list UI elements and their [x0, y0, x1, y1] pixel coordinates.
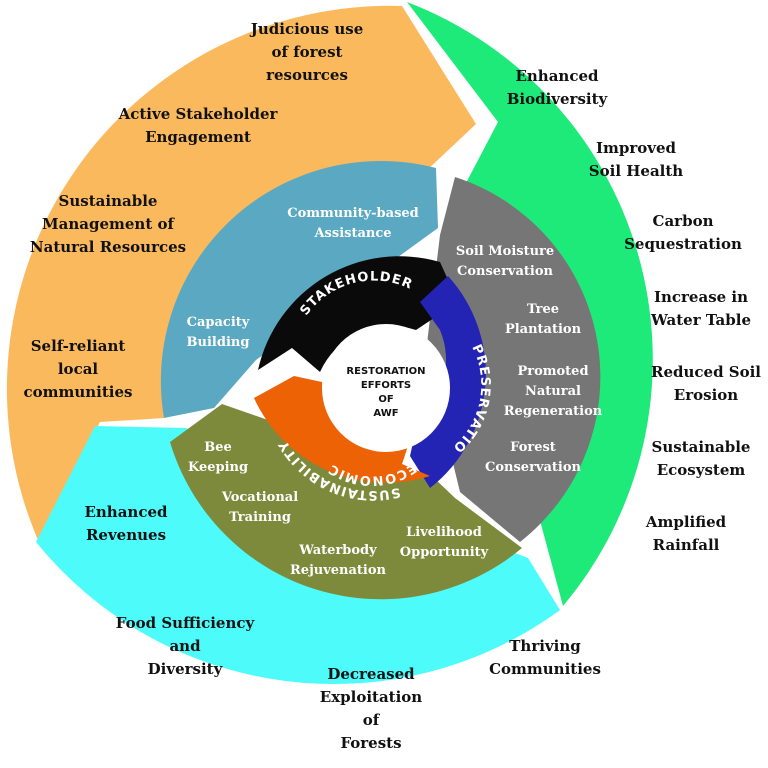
item-line: Decreased: [327, 665, 415, 683]
item-line: Forest: [510, 440, 556, 455]
center-circle: [322, 324, 450, 452]
item-line: Soil Moisture: [456, 244, 554, 259]
item-line: Plantation: [505, 322, 582, 337]
item-line: Carbon: [653, 212, 714, 230]
item-line: Natural Resources: [30, 238, 186, 256]
item-line: Conservation: [485, 460, 581, 475]
item-line: Promoted: [517, 364, 588, 379]
item-line: Erosion: [674, 386, 738, 404]
stakeholders-arrow-band: [258, 256, 458, 372]
item-line: Engagement: [145, 128, 251, 146]
item-line: Revenues: [86, 526, 166, 544]
outer-social-item: Judicious use of forest resources: [249, 20, 364, 84]
item-line: Conservation: [457, 264, 553, 279]
center-line: OF: [378, 394, 393, 405]
outer-economic-item: Enhanced Revenues: [84, 503, 168, 544]
outer-social-item: Active Stakeholder Engagement: [118, 105, 279, 146]
outer-economic-item: Decreased Exploitation of Forests: [320, 665, 423, 752]
item-line: Natural: [525, 384, 581, 399]
item-line: of: [363, 711, 381, 729]
item-line: Community-based: [287, 206, 419, 221]
item-line: Bee: [204, 440, 232, 455]
item-line: Assistance: [313, 226, 391, 241]
item-line: Self-reliant: [31, 337, 126, 355]
outer-economic-item: Food Sufficiency and Diversity: [116, 614, 256, 678]
item-line: Enhanced: [515, 67, 599, 85]
inner-economic-item: Livelihood Opportunity: [400, 525, 489, 560]
item-line: Waterbody: [298, 543, 377, 558]
item-line: Water Table: [650, 311, 751, 329]
center-line: AWF: [373, 408, 398, 419]
outer-social-item: Sustainable Management of Natural Resour…: [30, 192, 186, 256]
item-line: Sequestration: [624, 235, 742, 253]
item-line: Soil Health: [589, 162, 684, 180]
outer-environment-item: Increase in Water Table: [650, 288, 751, 329]
inner-stakeholders-item: Capacity Building: [187, 315, 250, 350]
item-line: Building: [187, 335, 250, 350]
inner-stakeholders-item: Community-based Assistance: [287, 206, 419, 241]
inner-economic-segment: [170, 404, 522, 600]
inner-economic-item: Bee Keeping: [188, 440, 248, 475]
item-line: Rainfall: [653, 536, 720, 554]
inner-economic-item: Waterbody Rejuvenation: [290, 543, 387, 578]
item-line: Opportunity: [400, 545, 489, 560]
item-line: Amplified: [645, 513, 727, 531]
item-line: Vocational: [221, 490, 298, 505]
inner-preservation-item: Tree Plantation: [505, 302, 582, 337]
inner-preservation-segment: [426, 177, 601, 542]
item-line: Communities: [489, 660, 601, 678]
item-line: Sustainable: [59, 192, 158, 210]
item-line: Ecosystem: [657, 461, 746, 479]
inner-preservation-item: Promoted Natural Regeneration: [504, 364, 603, 419]
item-line: Exploitation: [320, 688, 423, 706]
item-line: of forest: [272, 43, 343, 61]
inner-preservation-item: Forest Conservation: [485, 440, 581, 475]
center-line: EFFORTS: [361, 380, 411, 391]
item-line: Judicious use: [249, 20, 364, 38]
inner-economic-item: Vocational Training: [221, 490, 298, 525]
item-line: Diversity: [148, 660, 224, 678]
center-label: RESTORATION EFFORTS OF AWF: [346, 366, 425, 419]
item-line: Management of: [42, 215, 175, 233]
item-line: Increase in: [654, 288, 748, 306]
outer-social-item: Self-reliant local communities: [23, 337, 132, 401]
outer-environment-item: Enhanced Biodiversity: [507, 67, 609, 108]
item-line: Regeneration: [504, 404, 603, 419]
item-line: Rejuvenation: [290, 563, 387, 578]
item-line: Thriving: [509, 637, 581, 655]
item-line: local: [58, 360, 99, 378]
item-line: Tree: [527, 302, 559, 317]
item-line: communities: [23, 383, 132, 401]
item-line: Enhanced: [84, 503, 168, 521]
item-line: and: [169, 637, 201, 655]
outer-environment-item: Reduced Soil Erosion: [651, 363, 761, 404]
item-line: Keeping: [188, 460, 248, 475]
inner-preservation-item: Soil Moisture Conservation: [456, 244, 554, 279]
outer-environment-item: Amplified Rainfall: [645, 513, 727, 554]
outer-economic-item: Thriving Communities: [489, 637, 601, 678]
item-line: resources: [266, 66, 348, 84]
item-line: Active Stakeholder: [118, 105, 279, 123]
item-line: Forests: [340, 734, 401, 752]
center-line: RESTORATION: [346, 366, 425, 377]
item-line: Training: [229, 510, 291, 525]
item-line: Livelihood: [406, 525, 482, 540]
item-line: Capacity: [187, 315, 250, 330]
item-line: Sustainable: [652, 438, 751, 456]
outer-environment-item: Sustainable Ecosystem: [652, 438, 751, 479]
item-line: Biodiversity: [507, 90, 609, 108]
inner-stakeholders-segment: [160, 160, 438, 418]
outer-environment-item: Carbon Sequestration: [624, 212, 742, 253]
outer-environment-item: Improved Soil Health: [589, 139, 684, 180]
item-line: Improved: [596, 139, 677, 157]
item-line: Food Sufficiency: [116, 614, 256, 632]
item-line: Reduced Soil: [651, 363, 761, 381]
